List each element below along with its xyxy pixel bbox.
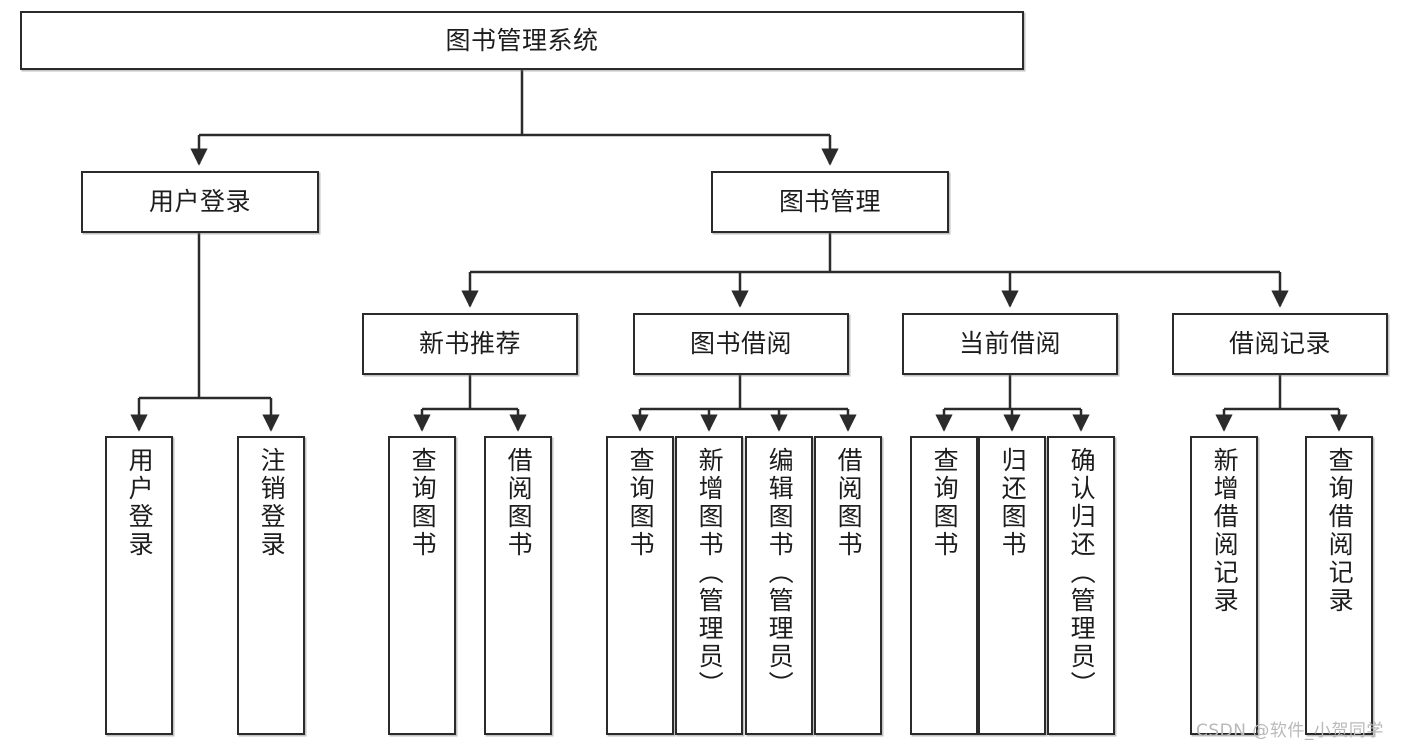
node-label: 用户登录 — [125, 447, 155, 559]
leaf-edit-book-admin[interactable]: 编辑图书（管理员） — [745, 436, 813, 735]
leaf-query-book-current[interactable]: 查询图书 — [910, 436, 978, 735]
leaf-borrow-book-recommend[interactable]: 借阅图书 — [484, 436, 552, 735]
leaf-borrow-book[interactable]: 借阅图书 — [814, 436, 882, 735]
node-user-login[interactable]: 用户登录 — [81, 171, 319, 233]
node-label: 归还图书 — [998, 447, 1028, 559]
leaf-query-borrow-record[interactable]: 查询借阅记录 — [1305, 436, 1373, 735]
node-label: 编辑图书（管理员） — [765, 447, 795, 699]
leaf-return-book[interactable]: 归还图书 — [978, 436, 1046, 735]
leaf-query-book-recommend[interactable]: 查询图书 — [388, 436, 456, 735]
leaf-logout[interactable]: 注销登录 — [237, 436, 305, 735]
node-label: 图书管理 — [778, 187, 881, 217]
watermark-text: CSDN @软件_小贺同学 — [1196, 721, 1384, 741]
node-label: 新书推荐 — [418, 329, 521, 359]
node-current-borrow[interactable]: 当前借阅 — [902, 313, 1118, 375]
node-label: 新增借阅记录 — [1210, 447, 1240, 615]
node-label: 查询借阅记录 — [1325, 447, 1355, 615]
node-label: 当前借阅 — [958, 329, 1061, 359]
leaf-add-borrow-record[interactable]: 新增借阅记录 — [1190, 436, 1258, 735]
node-new-book-recommend[interactable]: 新书推荐 — [362, 313, 578, 375]
node-book-borrow[interactable]: 图书借阅 — [633, 313, 849, 375]
node-label: 用户登录 — [148, 187, 251, 217]
node-label: 注销登录 — [257, 447, 287, 559]
node-label: 查询图书 — [626, 447, 656, 559]
node-borrow-record[interactable]: 借阅记录 — [1172, 313, 1388, 375]
node-label: 确认归还（管理员） — [1067, 447, 1097, 699]
leaf-user-login[interactable]: 用户登录 — [105, 436, 173, 735]
leaf-add-book-admin[interactable]: 新增图书（管理员） — [675, 436, 743, 735]
node-root-book-management-system[interactable]: 图书管理系统 — [20, 11, 1024, 70]
node-label: 借阅记录 — [1228, 329, 1331, 359]
node-book-management[interactable]: 图书管理 — [711, 171, 949, 233]
node-label: 新增图书（管理员） — [695, 447, 725, 699]
leaf-query-book-borrow[interactable]: 查询图书 — [606, 436, 674, 735]
leaf-confirm-return-admin[interactable]: 确认归还（管理员） — [1047, 436, 1115, 735]
node-label: 图书管理系统 — [445, 25, 599, 55]
node-label: 图书借阅 — [689, 329, 792, 359]
node-label: 查询图书 — [408, 447, 438, 559]
node-label: 借阅图书 — [504, 447, 534, 559]
node-label: 借阅图书 — [834, 447, 864, 559]
node-label: 查询图书 — [930, 447, 960, 559]
